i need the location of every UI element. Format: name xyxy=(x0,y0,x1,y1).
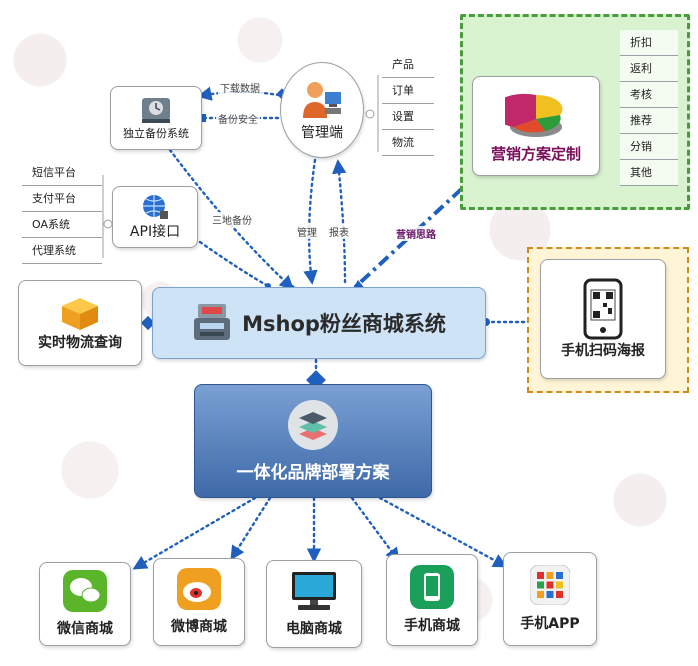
marketing-node[interactable]: 营销方案定制 xyxy=(472,76,600,176)
edge-report xyxy=(332,159,347,284)
output-label: 电脑商城 xyxy=(286,621,342,637)
marketing-item[interactable]: 其他 xyxy=(620,160,678,186)
package-box-icon xyxy=(62,298,98,330)
backup-title: 独立备份系统 xyxy=(123,127,189,140)
api-item[interactable]: OA系统 xyxy=(22,212,102,238)
backup-node[interactable]: 独立备份系统 xyxy=(110,86,202,150)
output-app[interactable]: 手机APP xyxy=(503,552,597,646)
admin-item[interactable]: 产品 xyxy=(382,52,434,78)
phone-icon xyxy=(410,565,454,609)
output-label: 手机APP xyxy=(520,616,580,632)
admin-item[interactable]: 物流 xyxy=(382,130,434,156)
edge-out-mobile xyxy=(350,496,400,563)
layers-icon xyxy=(299,411,327,440)
edge-label-download: 下载数据 xyxy=(218,80,262,95)
edge-api xyxy=(198,240,270,288)
weibo-icon xyxy=(177,568,221,610)
marketing-item[interactable]: 考核 xyxy=(620,82,678,108)
admin-item[interactable]: 设置 xyxy=(382,104,434,130)
admin-node[interactable]: 管理端 xyxy=(280,62,364,158)
brand-title: 一体化品牌部署方案 xyxy=(236,462,390,483)
monitor-icon xyxy=(292,572,336,610)
output-label: 手机商城 xyxy=(404,618,460,634)
edge-label-manage: 管理 xyxy=(295,224,319,239)
marketing-item[interactable]: 返利 xyxy=(620,56,678,82)
admin-user-icon xyxy=(303,82,341,118)
marketing-item[interactable]: 折扣 xyxy=(620,30,678,56)
marketing-title: 营销方案定制 xyxy=(490,144,581,163)
layers-icon-bubble xyxy=(288,399,338,450)
marketing-items: 折扣 返利 考核 推荐 分销 其他 xyxy=(620,30,678,186)
admin-item[interactable]: 订单 xyxy=(382,78,434,104)
api-items: 短信平台 支付平台 OA系统 代理系统 xyxy=(22,160,102,264)
edge-label-marketing-idea: 营销思路 xyxy=(394,226,438,241)
edge-out-wechat xyxy=(132,496,257,570)
output-wechat[interactable]: 微信商城 xyxy=(39,562,131,646)
output-weibo[interactable]: 微博商城 xyxy=(153,558,245,646)
marketing-item[interactable]: 分销 xyxy=(620,134,678,160)
api-item[interactable]: 支付平台 xyxy=(22,186,102,212)
register-machine-icon xyxy=(194,304,231,340)
poster-node[interactable]: 手机扫码海报 xyxy=(540,259,666,379)
output-label: 微信商城 xyxy=(57,621,113,637)
admin-title: 管理端 xyxy=(301,125,343,141)
api-item[interactable]: 代理系统 xyxy=(22,238,102,264)
globe-plug-icon xyxy=(143,195,168,219)
output-mobile[interactable]: 手机商城 xyxy=(386,554,478,646)
center-node[interactable]: Mshop粉丝商城系统 xyxy=(152,287,486,359)
logistics-title: 实时物流查询 xyxy=(38,335,122,351)
brand-node[interactable]: 一体化品牌部署方案 xyxy=(194,384,432,498)
admin-items: 产品 订单 设置 物流 xyxy=(382,52,434,156)
poster-title: 手机扫码海报 xyxy=(561,343,645,359)
center-title: Mshop粉丝商城系统 xyxy=(242,312,446,336)
pie-chart-icon xyxy=(505,93,563,137)
edge-label-three-site: 三地备份 xyxy=(210,212,254,227)
output-pc[interactable]: 电脑商城 xyxy=(266,560,362,648)
edge-marketing xyxy=(350,170,482,292)
edge-label-report: 报表 xyxy=(327,224,351,239)
edge-out-weibo xyxy=(230,496,272,561)
phone-qr-icon xyxy=(583,278,623,340)
marketing-item[interactable]: 推荐 xyxy=(620,108,678,134)
edge-label-backup-safe: 备份安全 xyxy=(216,111,260,126)
edge-out-app xyxy=(378,496,508,568)
output-label: 微博商城 xyxy=(171,619,227,635)
edge-manage xyxy=(303,158,318,285)
wechat-icon xyxy=(63,570,107,612)
api-node[interactable]: API接口 xyxy=(112,186,198,248)
logistics-node[interactable]: 实时物流查询 xyxy=(18,280,142,366)
api-item[interactable]: 短信平台 xyxy=(22,160,102,186)
backup-drive-icon xyxy=(142,98,170,123)
app-grid-icon xyxy=(530,565,570,605)
api-title: API接口 xyxy=(129,224,181,240)
